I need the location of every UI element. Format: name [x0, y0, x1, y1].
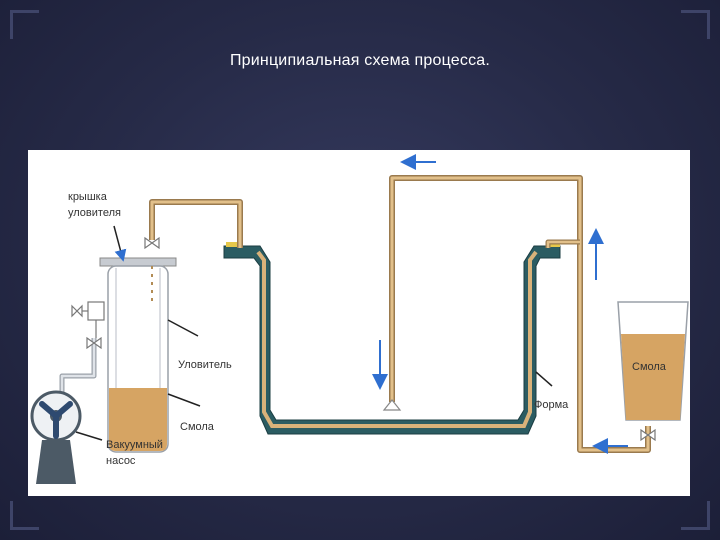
label-trap-lid-line1: крышка	[68, 191, 108, 203]
resin-trap	[99, 257, 177, 453]
corner-bracket-bottom-left	[10, 501, 39, 530]
flow-arrows	[372, 154, 628, 454]
mold-flange-left	[226, 242, 240, 247]
corner-bracket-top-right	[681, 10, 710, 39]
trap-resin	[109, 388, 167, 451]
vacuum-pump	[30, 390, 82, 484]
corner-bracket-top-left	[10, 10, 39, 39]
label-resin-trap: Смола	[180, 421, 215, 433]
label-trap: Уловитель	[178, 359, 232, 371]
label-pointers	[75, 225, 553, 441]
valve-resin-line	[640, 428, 656, 442]
corner-bracket-bottom-right	[681, 501, 710, 530]
label-vacuum-pump-line2: насос	[106, 455, 136, 467]
distributor	[382, 399, 402, 411]
valve-pump-line	[86, 336, 102, 350]
label-trap-lid-line2: уловителя	[68, 207, 121, 219]
label-vacuum-pump-line1: Вакуумный	[106, 439, 163, 451]
resin-container	[617, 301, 689, 421]
vacuum-gauge	[71, 301, 105, 338]
trap-lid	[99, 257, 177, 267]
label-mold: Форма	[534, 399, 569, 411]
valve-lid	[144, 236, 160, 250]
slide-title: Принципиальная схема процесса.	[229, 52, 491, 69]
hoses	[59, 175, 651, 453]
label-resin-container: Смола	[632, 361, 667, 373]
process-diagram-svg: крышка уловителя Уловитель Смола Вакуумн…	[30, 154, 689, 484]
process-diagram: крышка уловителя Уловитель Смола Вакуумн…	[28, 150, 690, 496]
